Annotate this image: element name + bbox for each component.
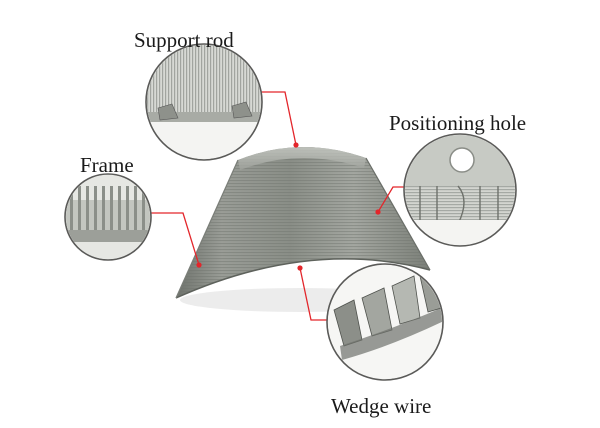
callout-lines: [149, 91, 407, 321]
label-positioning-hole: Positioning hole: [389, 111, 527, 135]
callout-line-wedge-wire: [299, 267, 330, 321]
callout-line-positioning-hole: [377, 186, 407, 213]
support-rod-detail: [145, 43, 263, 161]
callout-dot-frame: [196, 262, 202, 268]
label-wedge-wire: Wedge wire: [331, 394, 432, 418]
callout-dot-wedge-wire: [297, 265, 303, 271]
label-support-rod: Support rod: [134, 28, 234, 52]
curved-screen-panel: [175, 146, 431, 299]
label-frame: Frame: [80, 153, 134, 177]
wedge-wire-detail: [326, 263, 444, 381]
callout-dot-positioning-hole: [375, 209, 381, 215]
callout-line-frame: [149, 212, 200, 266]
positioning-hole-icon: [449, 147, 475, 173]
callout-line-support-rod: [258, 91, 297, 146]
positioning-hole-detail: [403, 133, 517, 247]
frame-detail: [64, 173, 152, 261]
callout-dot-support-rod: [293, 142, 299, 148]
callout-dots: [196, 142, 381, 271]
